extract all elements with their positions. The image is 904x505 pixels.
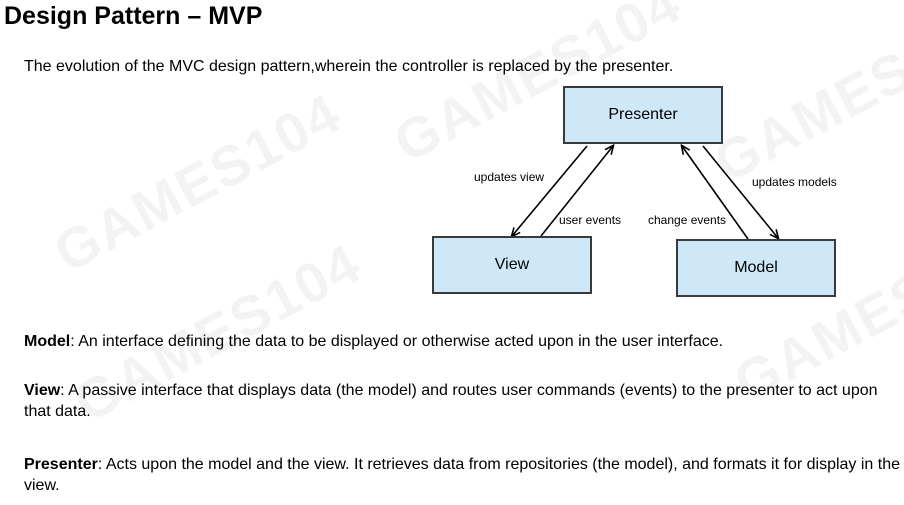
- definition-presenter: Presenter: Acts upon the model and the v…: [24, 454, 904, 496]
- page-subtitle: The evolution of the MVC design pattern,…: [24, 58, 674, 75]
- definition-term: Presenter: [24, 456, 98, 473]
- watermark-logo: GAMES104: [43, 80, 352, 285]
- edge-label-user-events: user events: [559, 213, 622, 227]
- definition-term: Model: [24, 333, 71, 350]
- definition-view: View: A passive interface that displays …: [24, 380, 904, 422]
- definition-model: Model: An interface defining the data to…: [24, 331, 904, 352]
- definition-text: : An interface defining the data to be d…: [70, 333, 724, 350]
- presenter-node: Presenter: [563, 86, 723, 144]
- edge-label-updates-models: updates models: [752, 175, 837, 189]
- page-title: Design Pattern – MVP: [4, 2, 263, 30]
- watermark-logo: GAMES104: [703, 0, 904, 195]
- view-node-label: View: [494, 256, 530, 273]
- edge-label-updates-view: updates view: [474, 170, 545, 184]
- definition-text: : Acts upon the model and the view. It r…: [24, 456, 900, 494]
- presenter-node-label: Presenter: [608, 106, 678, 123]
- definition-term: View: [24, 382, 61, 399]
- definition-text: : A passive interface that displays data…: [24, 382, 878, 420]
- view-node: View: [432, 236, 592, 294]
- model-node: Model: [676, 239, 836, 297]
- edge-label-change-events: change events: [648, 213, 727, 227]
- model-node-label: Model: [734, 259, 778, 276]
